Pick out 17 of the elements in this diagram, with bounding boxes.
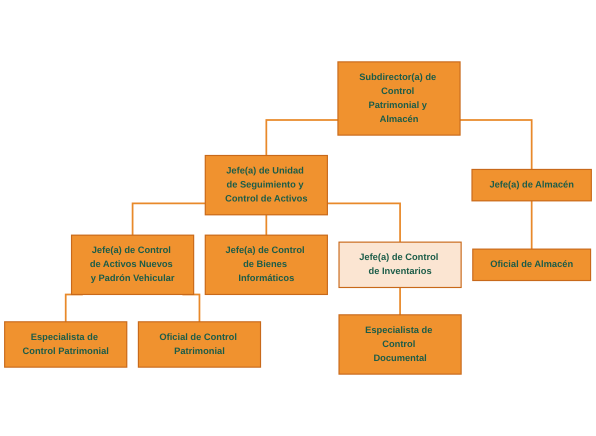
connector bbox=[132, 202, 206, 236]
node-box: Especialista de Control Patrimonial bbox=[4, 321, 128, 368]
node-box: Jefe(a) de Unidad de Seguimiento y Control de Activos bbox=[204, 154, 328, 216]
node-box: Jefe(a) de Control de Inventarios bbox=[338, 242, 462, 288]
connector bbox=[327, 202, 401, 242]
connector bbox=[530, 200, 533, 250]
node-box: Oficial de Almacén bbox=[472, 248, 592, 282]
node-box: Especialista de Control Documental bbox=[338, 314, 462, 375]
connector bbox=[399, 286, 401, 315]
node-box: Subdirector(a) de Control Patrimonial y Almacén bbox=[337, 61, 461, 136]
node-box: Jefe(a) de Control de Activos Nuevos y Padrón Vehicular bbox=[70, 234, 194, 296]
node-box: Jefe(a) de Almacén bbox=[471, 168, 592, 202]
connector bbox=[265, 214, 268, 236]
connector bbox=[460, 119, 533, 170]
node-box: Jefe(a) de Control de Bienes Informáticos bbox=[204, 234, 328, 296]
connector bbox=[265, 119, 338, 156]
node-box: Oficial de Control Patrimonial bbox=[138, 321, 262, 368]
